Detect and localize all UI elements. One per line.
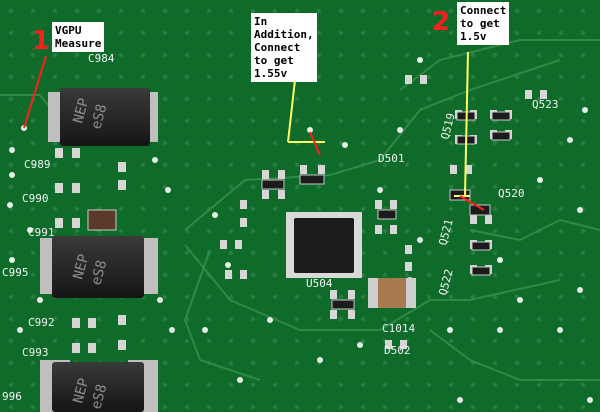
callout-number-2: 2	[432, 7, 451, 37]
label-c991: C991	[28, 226, 55, 239]
vias	[7, 57, 593, 403]
label-q523: Q523	[532, 98, 559, 111]
label-c996: 996	[2, 390, 22, 403]
cap2-text-a: NEP	[70, 252, 92, 281]
label-c989: C989	[24, 158, 51, 171]
cap1-text-a: NEP	[70, 96, 92, 125]
label-c990: C990	[22, 192, 49, 205]
tantalum-capacitor-3	[40, 360, 158, 412]
label-q520: Q520	[498, 187, 525, 200]
label-u504: U504	[306, 277, 333, 290]
label-d502: D502	[384, 344, 411, 357]
label-c984: C984	[88, 52, 115, 65]
copper-traces	[0, 39, 600, 381]
cap2-text-b: eS8	[88, 258, 110, 287]
label-c992: C992	[28, 316, 55, 329]
label-c993: C993	[22, 346, 49, 359]
cap1-text-b: eS8	[88, 102, 110, 131]
tantalum-capacitor-2	[40, 236, 158, 298]
label-c995: C995	[2, 266, 29, 279]
callout-note-vgpu: VGPU Measure	[52, 22, 105, 52]
tantalum-capacitor-1	[48, 88, 158, 146]
callout-note-1-5v: Connect to get 1.5v	[457, 2, 510, 45]
ceramic-capacitor	[368, 278, 416, 308]
callout-number-1: 1	[32, 26, 51, 56]
u504-chip	[286, 212, 362, 278]
cap3-text-b: eS8	[88, 382, 110, 411]
capacitor-markings: NEP eS8 NEP eS8 NEP eS8	[70, 96, 110, 411]
cap3-text-a: NEP	[70, 376, 92, 405]
callout-lines	[23, 51, 485, 211]
label-c1014: C1014	[382, 322, 415, 335]
callout-note-1-55v: In Addition, Connect to get 1.55v	[251, 13, 317, 82]
label-d501: D501	[378, 152, 405, 165]
